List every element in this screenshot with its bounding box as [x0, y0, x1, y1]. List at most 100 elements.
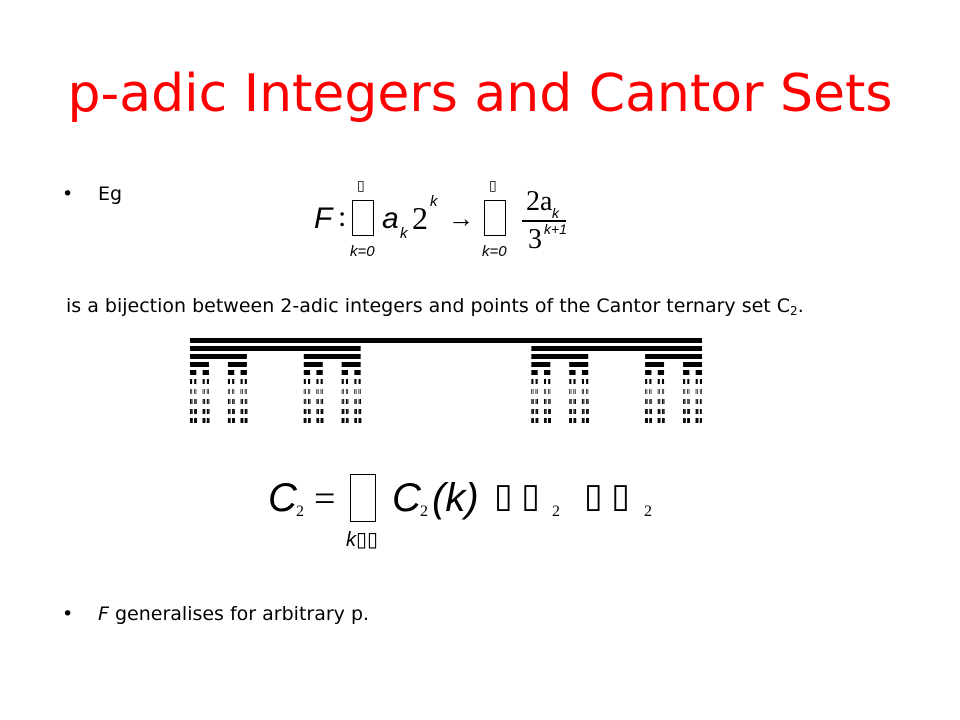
cantor-segment [570, 389, 572, 394]
cantor-segment [208, 409, 210, 414]
cantor-segment [354, 409, 356, 414]
cantor-segment [581, 370, 589, 375]
fraction-numerator-sub: k [552, 205, 559, 221]
cantor-segment [322, 409, 323, 414]
cantor-segment [202, 399, 204, 404]
cantor-segment [549, 399, 551, 404]
union-symbol-placeholder [350, 474, 376, 522]
cantor-segment [545, 399, 547, 404]
cantor-segment [359, 409, 360, 414]
cantor-segment [191, 399, 193, 404]
cantor-segment [320, 409, 322, 414]
cantor-segment [658, 399, 659, 404]
cantor-segment [228, 409, 229, 414]
cantor-segment [208, 399, 209, 404]
cantor-segment [688, 389, 690, 394]
cantor-segment [304, 409, 306, 414]
cantor-segment [646, 399, 648, 404]
cantor-segment [244, 379, 247, 384]
cantor-segment [647, 418, 648, 423]
cantor-segment [697, 418, 699, 423]
cantor-segment [583, 409, 585, 414]
cantor-segment [196, 418, 197, 423]
cantor-segment [230, 418, 231, 423]
cantor-segment [573, 399, 575, 404]
cantor-segment [661, 389, 663, 394]
cantor-segment [575, 409, 576, 414]
cantor-segment [309, 399, 311, 404]
cantor-segment [320, 389, 322, 394]
cantor-segment [228, 418, 230, 423]
cantor-segment [544, 399, 546, 404]
cantor-segment [227, 389, 229, 394]
cantor-segment [536, 399, 537, 404]
cantor-segment [234, 399, 235, 404]
bullet-text: Eg [98, 183, 123, 205]
cantor-segment [229, 389, 231, 394]
sum-symbol-placeholder-2 [484, 200, 506, 236]
cantor-segment [359, 399, 360, 404]
cantor-segment [356, 399, 357, 404]
cantor-segment [684, 399, 686, 404]
cantor-segment [203, 399, 204, 404]
cantor-segment [305, 409, 306, 414]
cantor-segment [536, 389, 538, 394]
cantor-segment [354, 399, 356, 404]
cantor-segment [246, 389, 247, 394]
cantor-segment [190, 338, 702, 343]
fraction-numerator: 2a [526, 186, 553, 217]
cantor-segment [658, 418, 660, 423]
cantor-segment [662, 399, 664, 404]
cantor-segment [701, 399, 702, 404]
cantor-segment [347, 389, 349, 394]
cantor-segment [550, 409, 551, 414]
cantor-segment [531, 354, 589, 359]
cantor-segment [316, 370, 323, 375]
cantor-segment [358, 409, 360, 414]
formula2-lower: k▯▯ [346, 529, 379, 551]
cantor-segment [192, 418, 193, 423]
cantor-segment [341, 379, 344, 384]
cantor-segment [586, 399, 587, 404]
cantor-segment [545, 409, 547, 414]
cantor-segment [190, 370, 197, 375]
cantor-segment [244, 399, 246, 404]
cantor-segment [531, 370, 538, 375]
cantor-segment [234, 409, 235, 414]
cantor-segment [208, 399, 210, 404]
cantor-segment [343, 389, 344, 394]
cantor-segment [573, 409, 575, 414]
cantor-segment [232, 409, 233, 414]
cantor-segment [532, 389, 534, 394]
cantor-segment [586, 409, 587, 414]
fraction-denominator: 3 [528, 224, 542, 255]
cantor-segment [359, 418, 360, 423]
cantor-segment [192, 409, 193, 414]
cantor-segment [545, 399, 546, 404]
cantor-segment [662, 409, 664, 414]
cantor-segment [683, 389, 684, 394]
cantor-segment [355, 389, 357, 394]
cantor-segment [581, 389, 583, 394]
cantor-segment [657, 389, 659, 394]
cantor-segment [317, 418, 318, 423]
cantor-segment [304, 418, 306, 423]
cantor-segment [240, 409, 242, 414]
cantor-segment [664, 418, 665, 423]
cantor-segment [309, 409, 311, 414]
cantor-segment [543, 399, 545, 404]
cantor-segment [227, 362, 247, 367]
cantor-segment [661, 399, 663, 404]
cantor-segment [586, 389, 587, 394]
cantor-segment [204, 399, 206, 404]
formula2-equals: = [314, 478, 336, 520]
cantor-segment [543, 379, 547, 384]
cantor-segment [356, 409, 357, 414]
cantor-segment [650, 418, 651, 423]
cantor-segment [649, 389, 651, 394]
cantor-segment [533, 409, 534, 414]
cantor-segment [343, 399, 344, 404]
cantor-segment [343, 409, 344, 414]
cantor-segment [341, 399, 343, 404]
cantor-segment [202, 370, 209, 375]
